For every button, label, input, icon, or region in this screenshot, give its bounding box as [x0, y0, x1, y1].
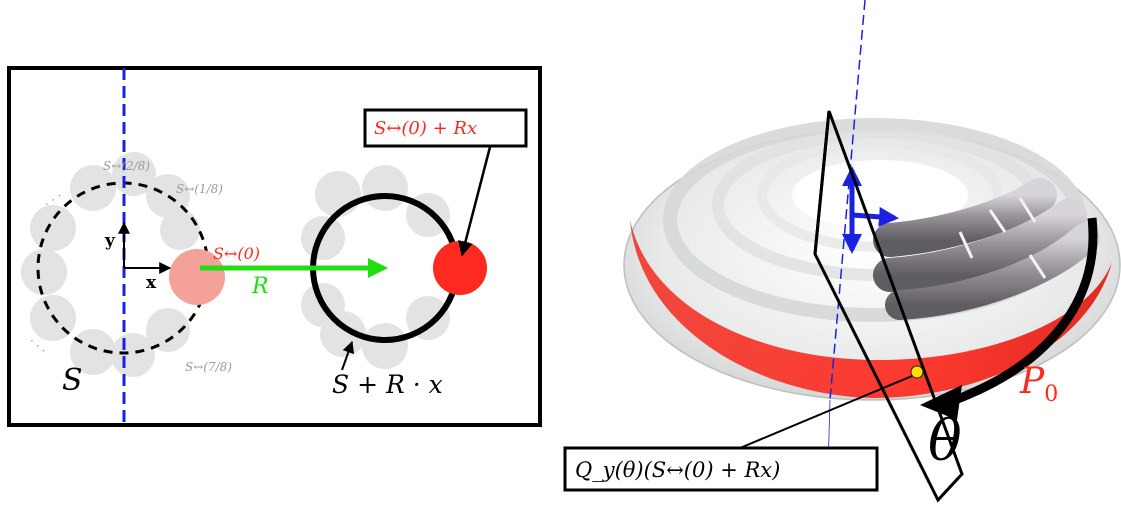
path-label: P0: [1019, 361, 1058, 407]
rotation-axis-dashed: [829, 0, 866, 401]
yellow-point: [910, 365, 924, 379]
path-label-main: P: [1019, 361, 1045, 402]
angle-label: θ: [928, 409, 962, 474]
shifted-set-discs: [301, 165, 450, 369]
origin-disc: [169, 249, 225, 305]
shifted-set-pointer: [341, 340, 355, 371]
path-label-subscript: 0: [1044, 382, 1058, 407]
trajectory-arrow: [953, 217, 1098, 405]
fraction-label-2-8: S↔(2/8): [103, 159, 150, 173]
fraction-label-7-8: S↔(7/8): [185, 360, 232, 374]
fraction-label-1-8: S↔(1/8): [176, 182, 223, 196]
trajectory-arrow-head: [920, 385, 962, 420]
rotation-callout-pointer: [739, 375, 913, 449]
callout-box: [363, 108, 528, 148]
origin-label: S↔(0): [213, 244, 260, 263]
torus-red-band: [630, 220, 1112, 398]
y-axis-label: y: [104, 231, 116, 251]
torus-hole: [792, 160, 968, 230]
set-s-label: S: [62, 363, 83, 398]
callout-pointer: [458, 146, 492, 257]
x-axis-label: x: [146, 273, 157, 293]
radius-label: R: [251, 274, 269, 299]
rotation-callout-box: [563, 446, 879, 492]
blue-side-arrow: [851, 206, 899, 227]
left-panel: x y S↔(0) R S↔(2/8) S↔(1/8) S↔(7/8) · · …: [7, 66, 542, 427]
rotation-callout-text: Q_y(θ)(S↔(0) + Rx): [575, 458, 780, 482]
rotation-plane-edge: [813, 110, 831, 255]
shifted-origin-disc: [433, 241, 487, 295]
shifted-set-label: S + R · x: [332, 370, 443, 399]
callout-text: S↔(0) + Rx: [374, 118, 477, 139]
right-panel: P0 θ Q_y(θ)(S↔(0) + Rx): [563, 0, 1121, 503]
grey-tube-helix: [873, 178, 1100, 320]
